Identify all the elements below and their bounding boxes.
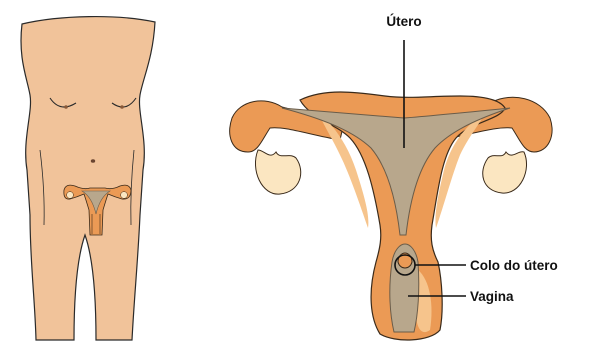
torso-illustration: [21, 17, 155, 340]
label-cervix: Colo do útero: [470, 258, 558, 273]
label-vagina: Vagina: [470, 289, 514, 304]
navel: [91, 159, 95, 163]
right-nipple: [120, 105, 124, 109]
torso-silhouette: [21, 17, 155, 340]
right-ovary: [483, 152, 527, 193]
label-uterus: Útero: [386, 14, 421, 29]
left-nipple: [64, 105, 68, 109]
left-ovary: [255, 150, 300, 194]
